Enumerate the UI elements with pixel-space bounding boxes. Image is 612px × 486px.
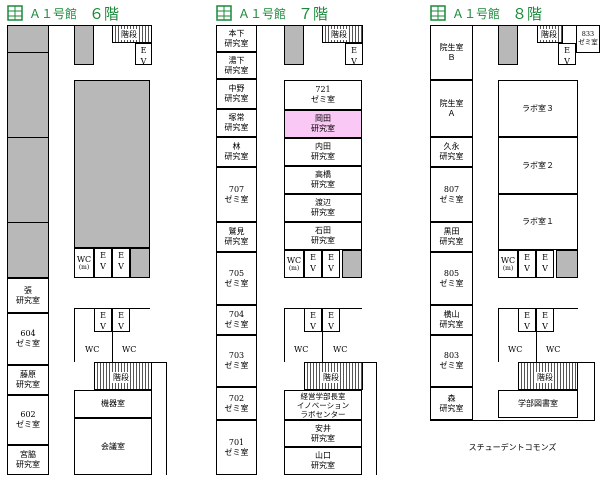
building-grid-icon — [216, 5, 232, 21]
floor6-room-conference: 会議室 — [74, 418, 152, 475]
floor6-title: Ａ１号館 ６階 — [7, 2, 119, 24]
floor8-room-kunaga: 久永 研究室 — [430, 137, 473, 167]
floor7-wc-small: WC(m) — [284, 250, 304, 278]
building-grid-icon — [430, 5, 446, 21]
floor6-wc-small: WC(m) — [74, 248, 94, 278]
floor7-room-yushita: 湯下 研究室 — [216, 52, 257, 79]
floor7-room-ishida: 石田 研究室 — [284, 222, 362, 250]
floor7-room-washimi: 鷲見 研究室 — [216, 222, 257, 252]
floor8-title: Ａ１号館 ８階 — [430, 2, 542, 24]
floor7-room-uchida: 内田 研究室 — [284, 138, 362, 166]
floor8-room-lab3: ラボ室３ — [498, 80, 578, 137]
floor6-room-miyawaki: 宮脇 研究室 — [7, 445, 49, 475]
floor8-wc-small: WC(m) — [498, 250, 518, 278]
floor8-room-833: 833 ゼミ室 — [576, 25, 600, 53]
floor8-room-lab2: ラボ室２ — [498, 137, 578, 194]
floor6-stairs-top-label: 階段 — [120, 29, 138, 40]
floor8-shaft-mid — [556, 250, 578, 278]
floor8-shaft-top — [498, 25, 518, 65]
floor8-room-805: 805 ゼミ室 — [430, 252, 473, 305]
floor6-floor-number: ６階 — [89, 4, 120, 23]
floor7-room-nakano: 中野 研究室 — [216, 79, 257, 109]
floor6-stairs-bottom-label: 階段 — [112, 372, 130, 383]
floor6-room-zhang: 張 研究室 — [7, 278, 49, 313]
floor8-floor-number: ８階 — [512, 4, 543, 23]
floor7-room-702: 702 ゼミ室 — [216, 387, 257, 420]
floor7-room-705: 705 ゼミ室 — [216, 252, 257, 305]
floor8-room-student-commons: スチューデントコモンズ — [430, 420, 595, 475]
floor7-room-704: 704 ゼミ室 — [216, 305, 257, 335]
floor7-room-yamaguchi: 山口 研究室 — [284, 447, 362, 475]
floor6-shaft-mid — [130, 248, 150, 278]
floor8-room-yokoyama: 横山 研究室 — [430, 305, 473, 335]
floor6-grey-block — [74, 80, 150, 248]
floor7-room-takahashi: 高橋 研究室 — [284, 166, 362, 194]
floor7-stairs-top-label: 階段 — [330, 29, 348, 40]
floor8-room-grad-b: 院生室 Ｂ — [430, 25, 473, 80]
floor7-shaft-top — [284, 25, 304, 65]
floor7-room-okada: 岡田 研究室 — [284, 110, 362, 138]
floor6-wc-left: WC — [85, 345, 100, 354]
floor8-stairs-bottom-label: 階段 — [536, 372, 554, 383]
floor6-wc-right: WC — [122, 345, 137, 354]
floor8-room-803: 803 ゼミ室 — [430, 335, 473, 387]
floor8-wc-left: WC — [508, 345, 523, 354]
floor6-room-604: 604 ゼミ室 — [7, 313, 49, 365]
floor8-building-name: Ａ１号館 — [452, 6, 501, 21]
floor6-room-602: 602 ゼミ室 — [7, 395, 49, 445]
floor8-room-lab1: ラボ室１ — [498, 194, 578, 250]
floor7-wc-left: WC — [294, 345, 309, 354]
floor7-room-707: 707 ゼミ室 — [216, 167, 257, 222]
floor7-title: Ａ１号館 ７階 — [216, 2, 328, 24]
floor8-room-807: 807 ゼミ室 — [430, 167, 473, 222]
floor7-room-701: 701 ゼミ室 — [216, 420, 257, 475]
floor8-wc-right: WC — [546, 345, 561, 354]
floor7-room-yasui: 安井 研究室 — [284, 420, 362, 447]
floor7-shaft-mid — [342, 250, 362, 278]
floor6-room-fujiwara: 藤原 研究室 — [7, 365, 49, 395]
building-grid-icon — [7, 5, 23, 21]
floor6-shaft-top — [74, 25, 94, 65]
floor8-room-mori: 森 研究室 — [430, 387, 473, 420]
floor7-room-motoshita: 本下 研究室 — [216, 25, 257, 52]
floor7-stairs-bottom-label: 階段 — [322, 372, 340, 383]
floor6-room-equipment: 機器室 — [74, 390, 152, 418]
floor7-room-watanabe: 渡辺 研究室 — [284, 194, 362, 222]
floor7-room-tsukatsune: 塚常 研究室 — [216, 109, 257, 137]
floor7-floor-number: ７階 — [298, 4, 329, 23]
floor6-building-name: Ａ１号館 — [29, 6, 78, 21]
floor8-room-kuroda: 黒田 研究室 — [430, 222, 473, 252]
floor7-room-dean-innovation: 経営学部長室 イノベーション ラボセンター — [284, 390, 362, 420]
floor8-room-library: 学部図書室 — [498, 390, 578, 418]
floor7-room-721: 721 ゼミ室 — [284, 80, 362, 110]
floor7-room-hayashi: 林 研究室 — [216, 137, 257, 167]
floor7-wc-right: WC — [333, 345, 348, 354]
floor8-room-grad-a: 院生室 Ａ — [430, 80, 473, 137]
floor6-storage-left — [7, 25, 49, 278]
floor7-building-name: Ａ１号館 — [238, 6, 287, 21]
floor8-stairs-top-label: 階段 — [540, 29, 558, 40]
floor7-room-703: 703 ゼミ室 — [216, 335, 257, 387]
